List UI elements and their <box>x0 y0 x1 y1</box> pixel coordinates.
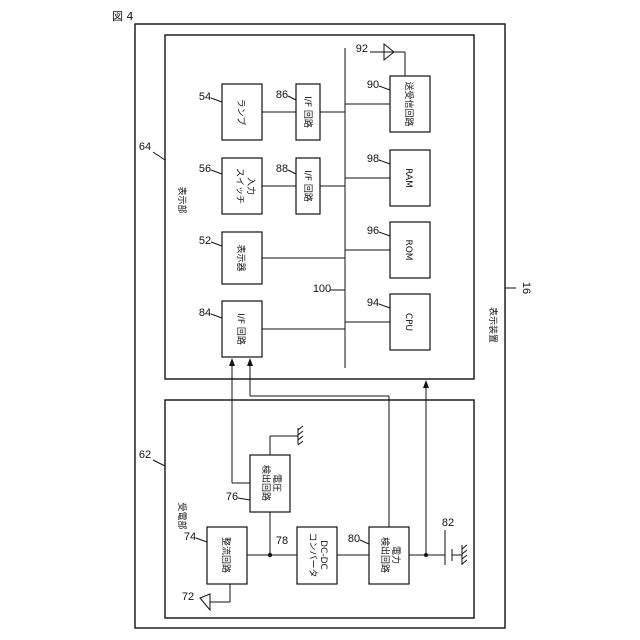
ref-if-switch: 88 <box>276 163 288 175</box>
ref-antenna-top: 92 <box>356 43 368 55</box>
ref-transceiver-leader <box>379 86 390 90</box>
ref-cpu: 94 <box>367 297 379 309</box>
ref-if-lamp: 86 <box>276 89 288 101</box>
antenna-bottom-icon <box>200 594 210 610</box>
ref-rom: 96 <box>367 225 379 237</box>
arrow-voltage-if <box>229 358 235 366</box>
power-detect-label-1: 電力 <box>390 546 402 564</box>
ref-node: 78 <box>276 535 288 547</box>
ref-if-switch-leader <box>288 170 296 174</box>
dcdc-label-2: コンバータ <box>307 532 318 577</box>
ref-display-leader <box>211 242 222 246</box>
ref-transceiver: 90 <box>367 79 379 91</box>
ref-antenna-bottom: 72 <box>182 591 194 603</box>
ref-bus: 100 <box>313 283 331 295</box>
display-device-label: 表示装置 <box>487 307 499 343</box>
ram-label: RAM <box>403 168 413 188</box>
ref-if-lamp-leader <box>288 96 296 100</box>
arrow-power-display <box>423 380 429 388</box>
if-switch-label: I/F 回路 <box>302 170 314 202</box>
ref-cpu-leader <box>379 304 390 308</box>
lamp-label: ランプ <box>235 99 246 126</box>
ground-hatch <box>298 426 303 445</box>
cpu-label: CPU <box>403 313 413 331</box>
ref-voltage-detect: 76 <box>226 491 238 503</box>
ref-lamp-leader <box>211 98 222 102</box>
ref-input-switch: 56 <box>199 163 211 175</box>
ref-input-switch-leader <box>211 170 222 174</box>
ref-power-unit: 62 <box>139 449 151 461</box>
power-detect-label-2: 検出回路 <box>379 537 391 573</box>
ref-if-main: 84 <box>199 307 211 319</box>
ref-ram-leader <box>379 160 390 164</box>
arrow-power-detect-if <box>247 358 253 366</box>
ref-display: 52 <box>199 235 211 247</box>
ref-voltage-detect-leader <box>238 498 250 500</box>
battery-ground-hatch <box>462 545 467 564</box>
figure-label: 図 4 <box>112 10 134 23</box>
ref-power-detect: 80 <box>348 533 360 545</box>
power-unit-frame <box>165 400 474 618</box>
display-unit-label: 表示部 <box>176 186 188 213</box>
voltage-detect-label-2: 検出回路 <box>260 465 272 501</box>
input-switch-label-1: 入力 <box>245 177 257 195</box>
rom-label: ROM <box>403 239 413 260</box>
voltage-detect-label-1: 電圧 <box>271 474 282 492</box>
ref-device: 16 <box>520 282 532 294</box>
input-switch-label-2: スイッチ <box>234 168 245 204</box>
ref-rectifier-leader <box>196 538 207 542</box>
if-lamp-label: I/F 回路 <box>302 96 314 128</box>
ref-if-main-leader <box>211 314 222 318</box>
ref-ram: 98 <box>367 153 379 165</box>
display-label: 表示器 <box>235 244 247 271</box>
dcdc-label-1: DC-DC <box>318 540 328 570</box>
ref-power-unit-leader <box>153 460 165 466</box>
if-main-label: I/F 回路 <box>235 313 247 345</box>
transceiver-label: 送受信回路 <box>403 81 415 126</box>
ref-battery: 82 <box>442 517 454 529</box>
ref-lamp: 54 <box>199 91 211 103</box>
ref-rectifier: 74 <box>184 531 196 543</box>
ref-display-unit-leader <box>153 152 165 160</box>
rectifier-label: 整流回路 <box>220 537 232 573</box>
ref-power-detect-leader <box>360 540 369 544</box>
ref-rom-leader <box>379 232 390 236</box>
power-unit-label: 受電部 <box>176 502 188 529</box>
ref-display-unit: 64 <box>139 141 151 153</box>
